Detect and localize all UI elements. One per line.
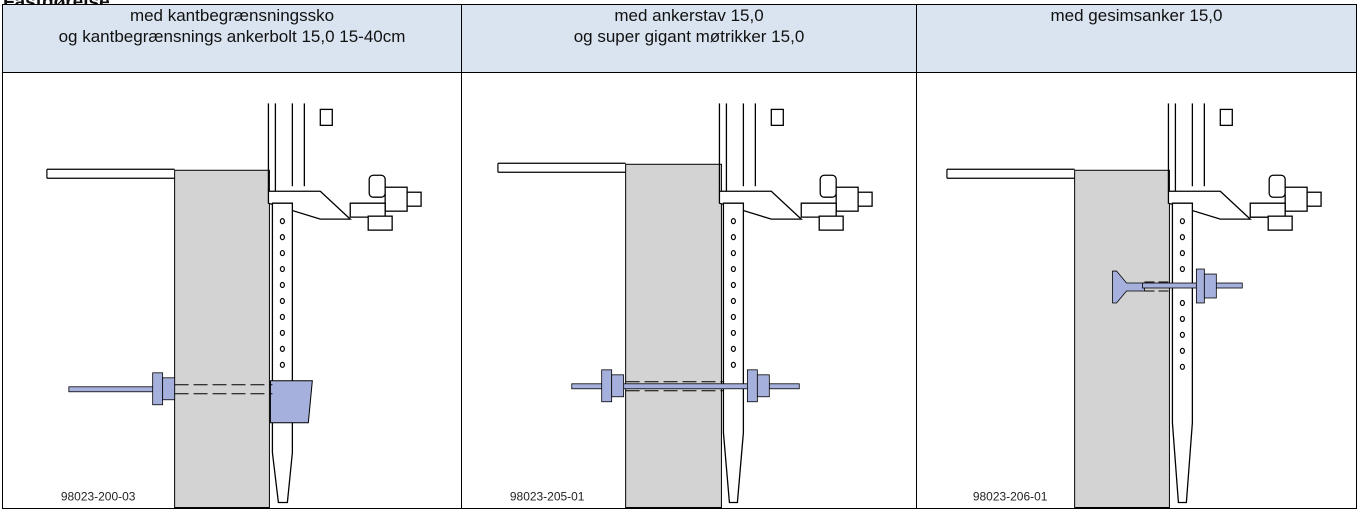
header-line-2: og super gigant møtrikker 15,0 [573, 27, 805, 46]
header-line-2: og kantbegrænsnings ankerbolt 15,0 15-40… [58, 27, 406, 46]
header-line-1: med kantbegrænsningssko [129, 6, 335, 25]
concrete-slab [1074, 169, 1170, 508]
figure-anchor-rod: 98023-205-01 [497, 103, 873, 508]
figure-code: 98023-205-01 [510, 490, 585, 504]
concrete-slab [174, 169, 270, 508]
fastening-table: med kantbegrænsningssko og kantbegrænsni… [2, 4, 1357, 509]
figure-cell-anchor-rod: 98023-205-01 [461, 72, 917, 509]
column-header-edge-shoe: med kantbegrænsningssko og kantbegrænsni… [2, 4, 462, 73]
anchor-rod [571, 369, 800, 403]
guardrail-post [267, 103, 422, 504]
guardrail-post [718, 103, 873, 504]
figure-code: 98023-200-03 [61, 490, 136, 504]
edge-shoe [269, 380, 313, 424]
concrete-slab [625, 163, 722, 508]
figure-edge-shoe: 98023-200-03 [46, 103, 422, 508]
column-header-cornice-anchor: med gesimsanker 15,0 [916, 4, 1357, 73]
guardrail-post [1167, 103, 1322, 504]
figure-row: 98023-200-03 [2, 72, 1357, 509]
column-header-anchor-rod: med ankerstav 15,0 og super gigant møtri… [461, 4, 917, 73]
anchor-bolt [68, 372, 273, 406]
cornice-anchor [1112, 268, 1243, 304]
header-line-1: med ankerstav 15,0 [614, 6, 764, 25]
header-row: med kantbegrænsningssko og kantbegrænsni… [2, 4, 1357, 73]
figure-cornice-anchor: 98023-206-01 [946, 103, 1322, 508]
figure-cell-cornice-anchor: 98023-206-01 [916, 72, 1357, 509]
header-line-1: med gesimsanker 15,0 [1050, 6, 1223, 25]
figure-code: 98023-206-01 [973, 490, 1048, 504]
figure-cell-edge-shoe: 98023-200-03 [2, 72, 462, 509]
